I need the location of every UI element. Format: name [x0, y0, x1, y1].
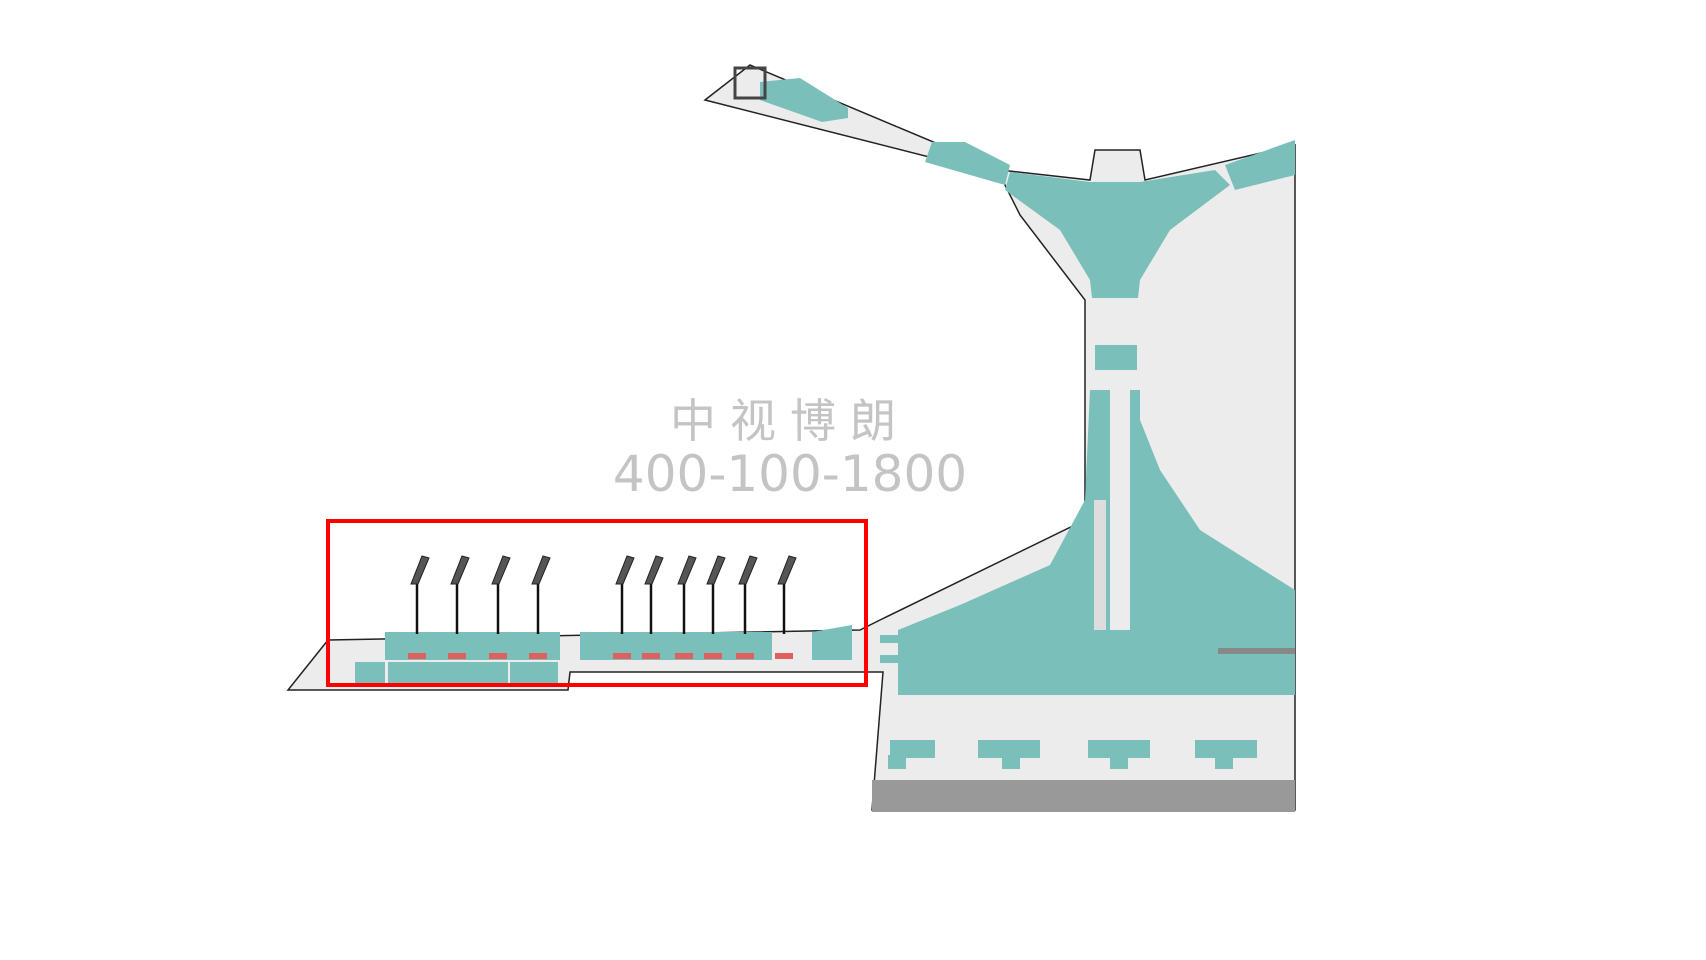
gate-outline	[733, 66, 767, 100]
sign-panel	[615, 555, 635, 585]
ad-slot	[489, 653, 507, 659]
sign-panel	[677, 555, 697, 585]
sign-panel	[531, 555, 551, 585]
ad-slot	[448, 653, 466, 659]
ad-slots	[408, 653, 793, 659]
watermark-company: 中视博朗	[670, 394, 910, 448]
sign-panel	[738, 555, 758, 585]
ad-slot	[613, 653, 631, 659]
ad-slot	[642, 653, 660, 659]
ad-slot	[675, 653, 693, 659]
ad-slot	[529, 653, 547, 659]
ad-slot	[704, 653, 722, 659]
ad-slot	[408, 653, 426, 659]
sign-panel	[410, 555, 430, 585]
signs	[410, 555, 797, 634]
sign-panel	[706, 555, 726, 585]
ad-slot	[736, 653, 754, 659]
sign-panel	[450, 555, 470, 585]
highlight-box	[326, 519, 868, 687]
sign-panel	[491, 555, 511, 585]
sign-panel	[644, 555, 664, 585]
watermark-phone: 400-100-1800	[612, 445, 968, 503]
sign-panel	[777, 555, 797, 585]
ad-slot	[775, 653, 793, 659]
